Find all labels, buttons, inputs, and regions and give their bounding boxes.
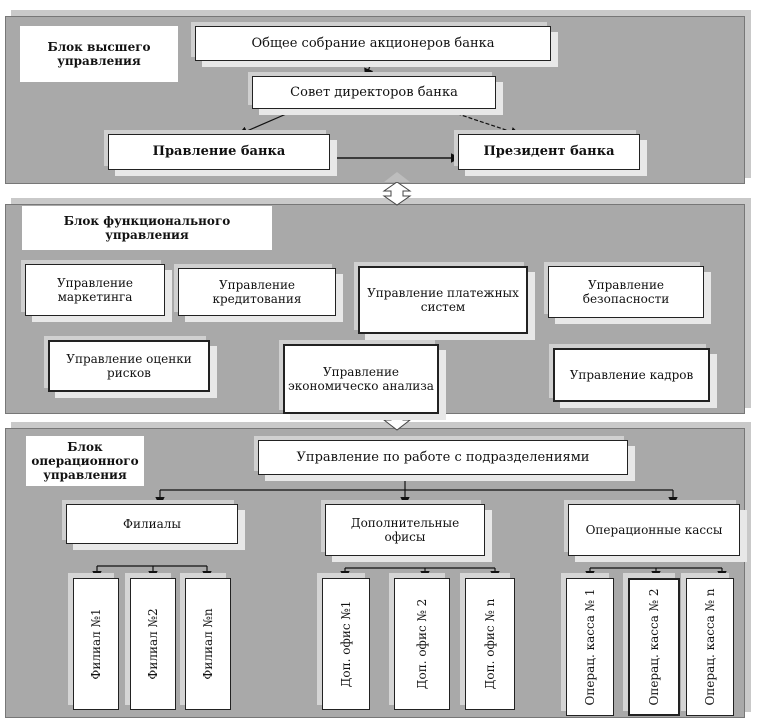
management-board-box: Правление банка <box>108 134 330 170</box>
unit-payment-systems: Управление платежных систем <box>358 266 528 334</box>
unit-security: Управление безопасности <box>548 266 704 318</box>
top-functional-double-arrow <box>382 172 412 206</box>
additional-office-item: Доп. офис № 2 <box>394 578 450 710</box>
unit-risk-assessment: Управление оценки рисков <box>48 340 210 392</box>
cash-offices-group-box: Операционные кассы <box>568 504 740 556</box>
cash-office-item-label: Операц. касса № 2 <box>647 588 661 706</box>
additional-office-item: Доп. офис №1 <box>322 578 370 710</box>
board-of-directors-box: Совет директоров банка <box>252 76 496 109</box>
branch-item-label: Филиал №1 <box>89 608 103 680</box>
branch-item: Филиал №2 <box>130 578 176 710</box>
additional-office-item-label: Доп. офис №1 <box>339 600 353 688</box>
branch-item: Филиал №n <box>185 578 231 710</box>
branches-group-box: Филиалы <box>66 504 238 544</box>
general-meeting-box: Общее собрание акционеров банка <box>195 26 551 61</box>
branch-item-label: Филиал №2 <box>146 608 160 680</box>
president-box: Президент банка <box>458 134 640 170</box>
branch-item-label: Филиал №n <box>201 608 215 680</box>
functional-block-label: Блок функционального управления <box>22 206 272 250</box>
cash-office-item-label: Операц. касса № 1 <box>583 588 597 706</box>
unit-crediting: Управление кредитования <box>178 268 336 316</box>
unit-personnel: Управление кадров <box>553 348 710 402</box>
operational-block-label: Блок операционного управления <box>26 436 144 486</box>
additional-office-item-label: Доп. офис № n <box>483 598 497 690</box>
additional-office-item-label: Доп. офис № 2 <box>415 598 429 690</box>
additional-offices-group-box: Дополнительные офисы <box>325 504 485 556</box>
unit-economic-analysis: Управление экономическо анализа <box>283 344 439 414</box>
cash-office-item-label: Операц. касса № n <box>703 588 717 706</box>
unit-marketing: Управление маркетинга <box>25 264 165 316</box>
cash-office-item: Операц. касса № 1 <box>566 578 614 716</box>
cash-office-item: Операц. касса № 2 <box>628 578 680 716</box>
top-block-label: Блок высшего управления <box>20 26 178 82</box>
cash-office-item: Операц. касса № n <box>686 578 734 716</box>
branch-item: Филиал №1 <box>73 578 119 710</box>
additional-office-item: Доп. офис № n <box>465 578 515 710</box>
divisions-management-box: Управление по работе с подразделениями <box>258 440 628 475</box>
